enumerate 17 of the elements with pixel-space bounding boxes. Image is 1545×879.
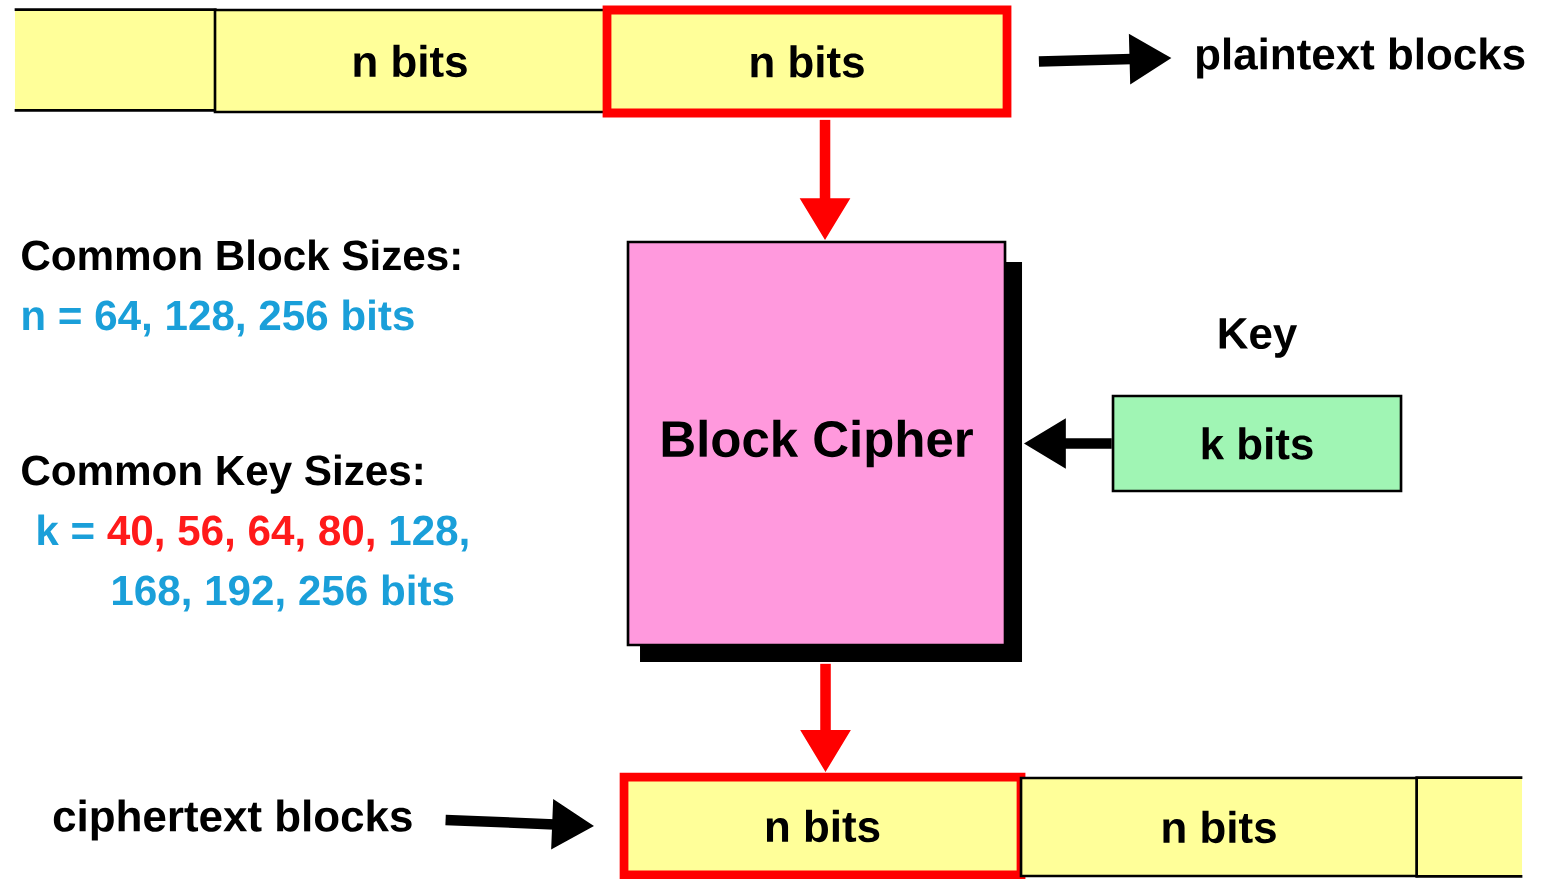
- heading: Common Block Sizes:: [22, 239, 460, 271]
- block-cipher-box: Block Cipher: [626, 240, 1022, 662]
- key-box: Key k bits: [1111, 318, 1403, 493]
- bit-block: [1415, 776, 1523, 878]
- heading: Common Key Sizes:: [22, 454, 422, 494]
- size-list: 40, 56, 64, 80,: [107, 515, 374, 552]
- size-list: 168, 192, 256 bits: [113, 574, 454, 612]
- size-list: k =: [38, 514, 94, 545]
- node-label: Key: [1219, 318, 1298, 358]
- block-label: plaintext blocks: [1197, 37, 1525, 79]
- bit-block: n bits: [619, 772, 1026, 879]
- node-label: n bits: [766, 809, 880, 843]
- bit-block: n bits: [602, 5, 1012, 118]
- block-label: ciphertext blocks: [53, 799, 412, 841]
- size-list: 128,: [390, 515, 468, 552]
- bit-block: [14, 8, 217, 112]
- size-list: n = 64, 128, 256 bits: [23, 299, 414, 337]
